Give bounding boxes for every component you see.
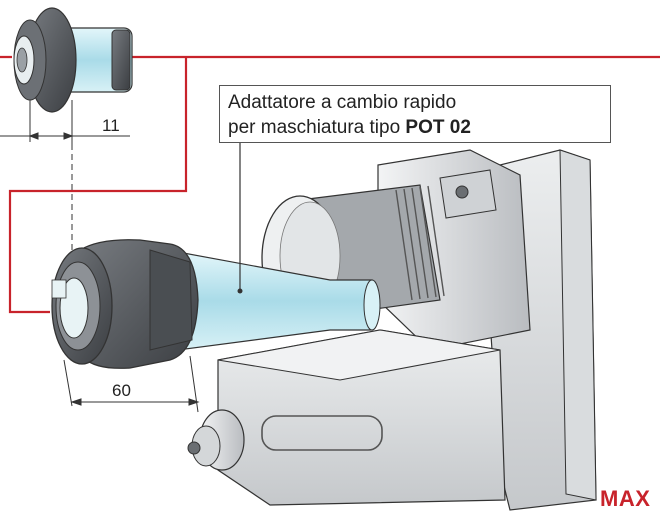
frame-line xyxy=(0,55,660,314)
callout-box: Adattatore a cambio rapido per maschiatu… xyxy=(219,85,611,143)
dimension-small xyxy=(0,100,130,250)
dimension-small-label: 11 xyxy=(102,116,120,135)
dimension-large-label: 60 xyxy=(112,381,131,400)
callout-line-1: Adattatore a cambio rapido xyxy=(228,92,457,113)
brand-label: MAX xyxy=(600,486,651,511)
dimension-large xyxy=(63,355,200,413)
callout-model: POT 02 xyxy=(405,117,471,138)
large-adapter xyxy=(51,239,381,369)
callout-dot xyxy=(237,288,243,294)
tapping-unit xyxy=(187,149,597,511)
callout-line-2: per maschiatura tipo POT 02 xyxy=(228,115,610,140)
callout-line-2-prefix: per maschiatura tipo xyxy=(228,117,406,138)
small-adapter xyxy=(13,7,133,113)
